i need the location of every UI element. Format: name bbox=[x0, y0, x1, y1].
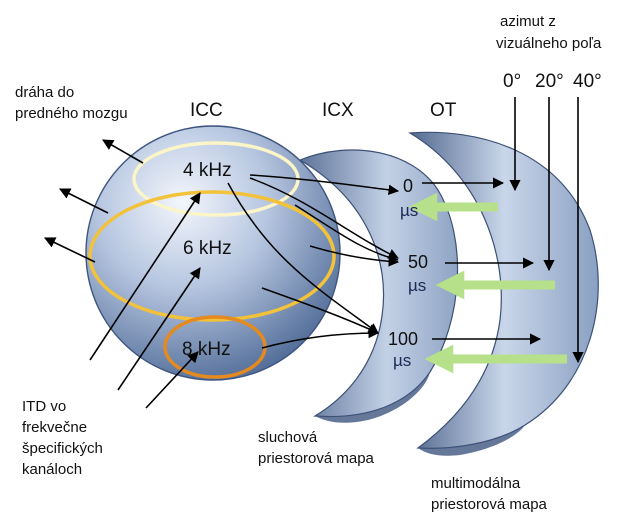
azimuth-value-0: 0° bbox=[503, 71, 521, 92]
forebrain-label-line1: dráha do bbox=[15, 84, 74, 101]
ot-label: OT bbox=[430, 100, 457, 121]
delay-0-unit: µs bbox=[400, 201, 418, 220]
itd-note-line4: kanáloch bbox=[22, 461, 82, 478]
icc-label: ICC bbox=[190, 100, 223, 121]
itd-note-line1: ITD vo bbox=[22, 398, 66, 415]
azimuth-value-40: 40° bbox=[573, 71, 602, 92]
multimodal-map-line2: priestorová mapa bbox=[431, 496, 548, 513]
delay-0-value: 0 bbox=[403, 176, 413, 196]
multimodal-map-line1: multimodálna bbox=[431, 475, 521, 492]
itd-note-line2: frekvečne bbox=[22, 419, 87, 436]
delay-100-value: 100 bbox=[388, 329, 418, 349]
freq-6khz: 6 kHz bbox=[183, 238, 232, 259]
freq-4khz: 4 kHz bbox=[183, 160, 232, 181]
delay-50-unit: µs bbox=[408, 276, 426, 295]
azimuth-title-line1: azimut z bbox=[500, 13, 556, 30]
delay-100-unit: µs bbox=[393, 351, 411, 370]
itd-note-line3: špecifických bbox=[22, 440, 103, 457]
forebrain-label-line2: predného mozgu bbox=[15, 105, 128, 122]
delay-50-value: 50 bbox=[408, 252, 428, 272]
freq-8khz: 8 kHz bbox=[182, 339, 231, 360]
auditory-map-line1: sluchová bbox=[258, 429, 318, 446]
azimuth-title-line2: vizuálneho poľa bbox=[496, 35, 602, 52]
icx-label: ICX bbox=[322, 100, 354, 121]
azimuth-value-20: 20° bbox=[535, 71, 564, 92]
auditory-map-line2: priestorová mapa bbox=[258, 450, 375, 467]
